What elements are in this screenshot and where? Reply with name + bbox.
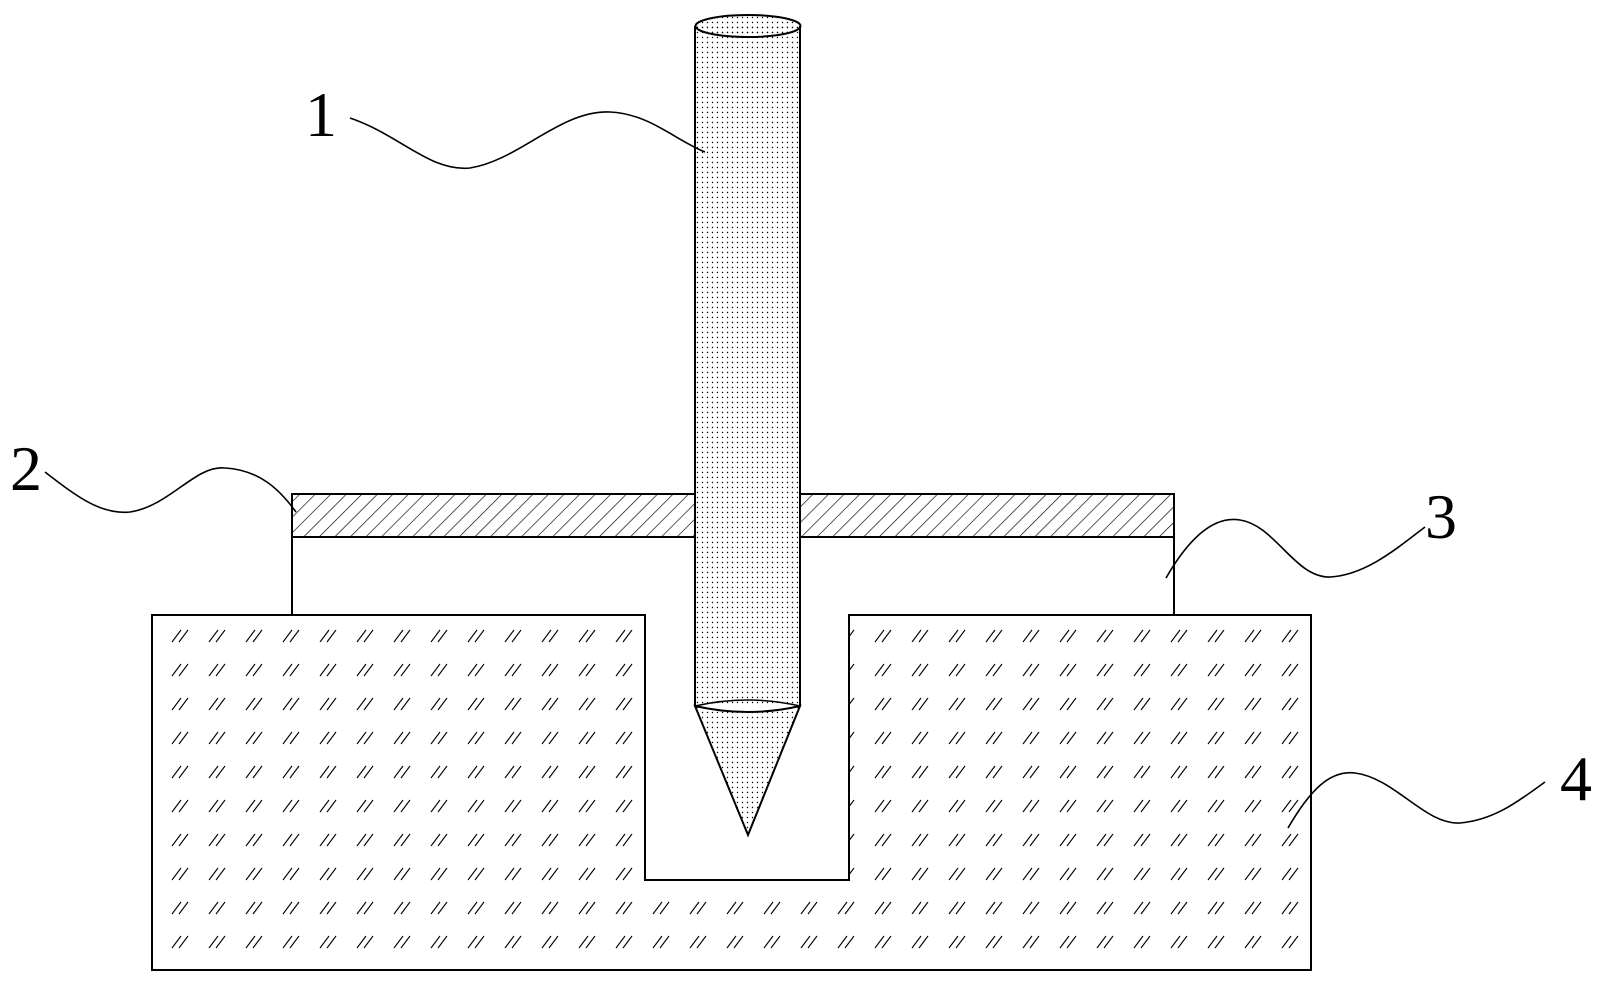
leader-line-2 — [44, 467, 297, 514]
rod-tip-rim — [694, 699, 801, 707]
leader-line-3 — [1165, 518, 1426, 579]
callout-label-2: 2 — [10, 433, 42, 504]
leader-line-1 — [349, 111, 706, 169]
rod-top-end — [694, 14, 802, 38]
callout-label-3: 3 — [1425, 481, 1457, 552]
rod — [693, 14, 802, 838]
callout-label-1: 1 — [305, 79, 337, 150]
leader-line-4 — [1287, 771, 1546, 829]
recess-outline — [644, 615, 850, 881]
callout-label-4: 4 — [1560, 743, 1592, 814]
rod-shaft-fill — [695, 26, 800, 706]
